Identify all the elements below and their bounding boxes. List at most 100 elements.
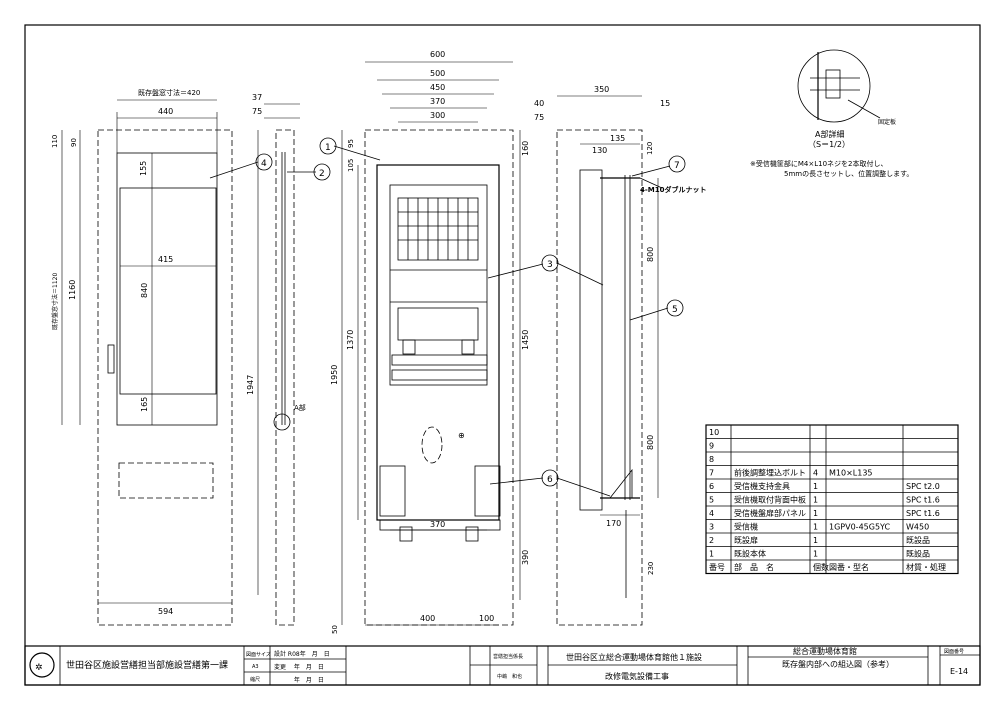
parts-cell: 受信機 xyxy=(734,522,758,532)
dim-37: 37 xyxy=(252,93,262,102)
detail-a-note-1: ※受信機筐部にM4×L10ネジを2本取付し、 xyxy=(750,159,887,168)
dim-840: 840 xyxy=(140,283,149,298)
org-name: 世田谷区施設営繕担当部施設営繕第一課 xyxy=(66,659,228,671)
dim-370: 370 xyxy=(430,97,445,106)
detail-a-note-2: 5mmの長さセットし、位置調整します。 xyxy=(784,169,913,178)
parts-cell: 10 xyxy=(709,428,719,437)
dim-160: 160 xyxy=(521,141,530,156)
dim-40: 40 xyxy=(534,99,544,108)
approver-label: 営繕担当係長 xyxy=(493,653,523,660)
parts-table-frame xyxy=(705,424,959,575)
parts-header: 材質・処理 xyxy=(906,562,946,572)
scale-label: 縮尺 xyxy=(250,676,260,683)
parts-cell: 1 xyxy=(813,509,818,518)
parts-cell: 8 xyxy=(709,455,714,464)
balloon-5-label: 5 xyxy=(672,305,678,315)
detail-a: 固定板 A部詳細 （S＝1/2） ※受信機筐部にM4×L10ネジを2本取付し、 … xyxy=(750,49,913,178)
dim-800-lower: 800 xyxy=(646,435,655,450)
balloon-2-label: 2 xyxy=(319,169,325,179)
dim-1370: 1370 xyxy=(346,330,355,350)
ward-emblem-glyph: ✲ xyxy=(35,663,43,673)
parts-cell: 5 xyxy=(709,496,714,505)
side-right-outline xyxy=(556,129,643,626)
balloon-7 xyxy=(668,155,686,173)
dim-350: 350 xyxy=(594,85,609,94)
parts-cell: W450 xyxy=(906,523,929,532)
balloon-3 xyxy=(541,254,559,272)
parts-cell: 受信機取付背面中板 xyxy=(734,495,806,505)
parts-cell: 1 xyxy=(813,550,818,559)
dim-75-right: 75 xyxy=(534,113,544,122)
parts-cell: SPC t2.0 xyxy=(906,482,940,491)
dim-170: 170 xyxy=(606,519,621,528)
side-view-right: 350 40 75 15 135 130 120 800 800 170 230… xyxy=(534,85,706,626)
sheet-border xyxy=(24,24,981,686)
parts-cell: 既設本体 xyxy=(734,549,766,559)
detail-a-circle xyxy=(797,49,871,123)
front-outer-door xyxy=(97,129,233,626)
parts-cell: 既設品 xyxy=(906,549,930,559)
dim-300: 300 xyxy=(430,111,445,120)
parts-cell: SPC t1.6 xyxy=(906,496,940,505)
parts-cell: 6 xyxy=(709,482,714,491)
parts-cell: M10×L135 xyxy=(829,469,873,478)
parts-cell: 7 xyxy=(709,469,714,478)
project-sub: 改修電気設備工事 xyxy=(605,671,669,681)
front-window xyxy=(116,152,218,426)
dim-120: 120 xyxy=(646,142,654,155)
parts-header: 個数 xyxy=(813,562,829,572)
drawn-name: 中嶋 和也 xyxy=(497,673,522,680)
detail-a-marker xyxy=(273,413,291,431)
drawing-title-2: 既存盤内部への組込図（参考） xyxy=(782,659,894,669)
parts-cell: 3 xyxy=(709,523,714,532)
parts-cell: 1 xyxy=(813,496,818,505)
bolt-label: 4-M10ダブルナット xyxy=(640,185,706,194)
dim-100: 100 xyxy=(479,614,494,623)
dim-600: 600 xyxy=(430,50,445,59)
dim-594: 594 xyxy=(158,607,173,616)
dim-155: 155 xyxy=(139,161,148,176)
dim-110: 110 xyxy=(51,135,59,148)
parts-table: 10 9 8 7 前後調整埋込ボルト 4 M10×L135 6 受信機支持金具 1 SPC t2.0… xyxy=(705,424,959,575)
dim-existing-window-height: 既存盤窓寸法＝1120 xyxy=(51,273,59,330)
parts-cell: 受信機盤扉部パネル xyxy=(734,508,806,518)
panel-view: ⊕ 600 500 450 370 300 370 400 100 1950 1… xyxy=(330,50,530,634)
parts-cell: 9 xyxy=(709,442,714,451)
change-date-1: 変更 年 月 日 xyxy=(274,663,324,671)
parts-cell: 受信機支持金具 xyxy=(734,481,790,491)
parts-cell: 4 xyxy=(813,469,818,478)
parts-header: 番号 xyxy=(709,562,725,572)
side-view-left: A部 37 75 xyxy=(252,93,306,626)
ward-emblem xyxy=(29,652,55,678)
balloon-5 xyxy=(666,299,684,317)
parts-cell: 既設品 xyxy=(906,535,930,545)
svg-text:⊕: ⊕ xyxy=(458,431,465,440)
dim-90: 90 xyxy=(70,138,78,147)
dim-existing-window-width: 既存盤窓寸法＝420 xyxy=(138,88,200,97)
side-right-receiver xyxy=(579,169,603,511)
front-handle xyxy=(107,344,115,374)
parts-cell: 1 xyxy=(813,523,818,532)
title-block: ✲ 世田谷区施設営繕担当部施設営繕第一課 図面サイズ A3 縮尺 設計 R08年… xyxy=(24,645,981,686)
parts-cell: 1 xyxy=(813,482,818,491)
balloon-4-label: 4 xyxy=(261,159,267,169)
side-left-outline xyxy=(275,129,295,626)
parts-cell: 4 xyxy=(709,509,714,518)
parts-cell: 1GPV0-45G5YC xyxy=(829,523,890,532)
balloon-1 xyxy=(319,137,337,155)
dim-105: 105 xyxy=(347,159,355,172)
dim-230: 230 xyxy=(647,562,655,575)
balloon-2 xyxy=(313,163,331,181)
parts-cell: 1 xyxy=(709,550,714,559)
parts-header: 図番・型名 xyxy=(829,562,869,572)
dim-15: 15 xyxy=(660,99,670,108)
parts-cell: 2 xyxy=(709,536,714,545)
balloons: 1 2 4 3 5 6 7 xyxy=(209,137,686,497)
parts-cell: SPC t1.6 xyxy=(906,509,940,518)
balloon-4 xyxy=(255,153,273,171)
drawing-title-1: 総合運動場体育館 xyxy=(793,646,857,656)
dim-390: 390 xyxy=(521,550,530,565)
parts-cell: 前後調整埋込ボルト xyxy=(734,468,806,478)
dim-1950: 1950 xyxy=(330,365,339,385)
